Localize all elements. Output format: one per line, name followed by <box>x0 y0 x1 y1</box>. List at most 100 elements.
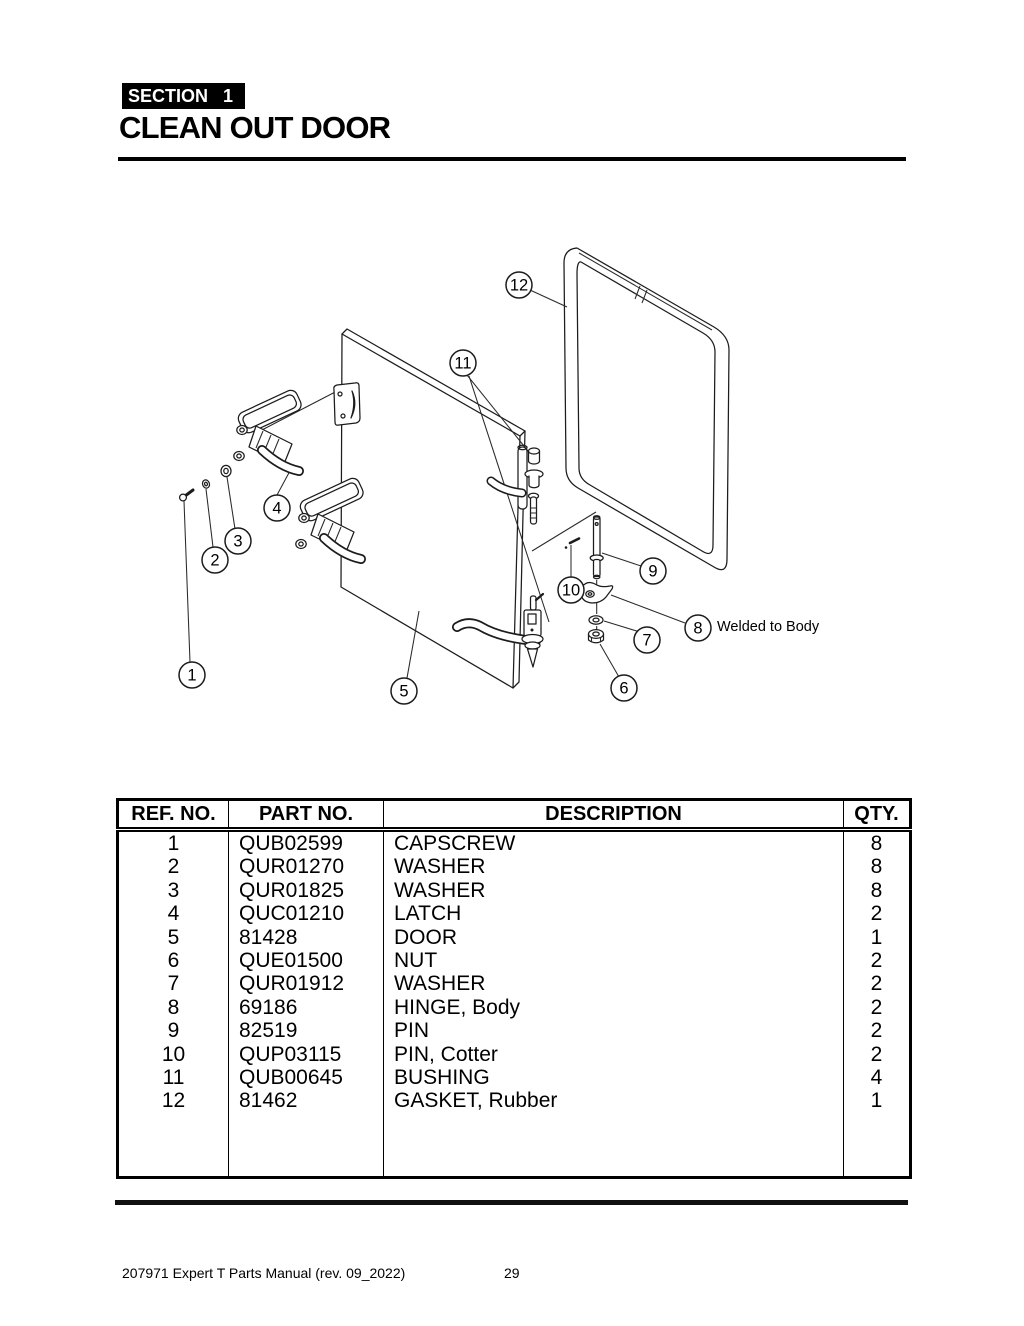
gasket-part <box>563 247 730 571</box>
cell: LATCH <box>383 902 844 926</box>
washer-7-part <box>588 615 604 625</box>
callout-3 <box>224 527 252 555</box>
hinge-part <box>580 581 614 604</box>
washer-3-part <box>220 464 232 478</box>
page-title: CLEAN OUT DOOR <box>119 110 391 145</box>
cell: 7 <box>117 972 229 996</box>
cell: QUC01210 <box>228 902 384 926</box>
cell: 2 <box>870 1019 883 1043</box>
leader-lines <box>183 289 686 679</box>
cell: 1 <box>870 925 883 949</box>
cell: 4 <box>870 1066 883 1090</box>
cell: QUB00645 <box>228 1066 384 1090</box>
cell: 2 <box>870 972 883 996</box>
callout-1 <box>178 661 206 689</box>
cell: 2 <box>870 1042 883 1066</box>
cell: WASHER <box>383 855 844 879</box>
pin-part <box>589 515 604 630</box>
callout-12 <box>505 271 533 299</box>
callout-5 <box>390 677 418 705</box>
callout-10 <box>557 576 585 604</box>
callout-4 <box>263 494 291 522</box>
cell: CAPSCREW <box>383 829 844 856</box>
cell: 2 <box>870 902 883 926</box>
bottom-rule <box>115 1200 908 1205</box>
cell: 6 <box>117 949 229 973</box>
col-header-qty: QTY. <box>843 799 911 832</box>
cell: 4 <box>117 902 229 926</box>
cell: 1 <box>870 1089 883 1113</box>
callout-number: 7 <box>642 632 651 650</box>
cell: 82519 <box>228 1019 384 1043</box>
washer-2-part <box>201 479 211 489</box>
cell: 10 <box>117 1042 229 1067</box>
callout-number: 9 <box>648 563 657 581</box>
callout-number: 8 <box>693 620 702 638</box>
cell: 8 <box>870 878 883 902</box>
callout-number: 4 <box>272 500 281 518</box>
cell: HINGE, Body <box>383 995 844 1020</box>
cell: 1 <box>117 829 229 856</box>
cell: 81462 <box>228 1089 384 1113</box>
nut-part <box>587 628 605 644</box>
cell <box>228 1112 384 1178</box>
latch-part <box>233 389 304 476</box>
cell: 2 <box>117 855 229 879</box>
cell: DOOR <box>383 925 844 950</box>
callout-2 <box>201 546 229 574</box>
lower-rod-assembly <box>452 592 545 668</box>
cell: PIN <box>383 1019 844 1043</box>
cell <box>383 1112 844 1178</box>
col-header-description: DESCRIPTION <box>383 799 844 832</box>
page-number: 29 <box>504 1265 520 1281</box>
callout-7 <box>633 626 661 654</box>
callout-8 <box>684 614 712 642</box>
cell: QUR01270 <box>228 855 384 879</box>
cell: 8 <box>870 855 883 879</box>
callout-number: 3 <box>233 533 242 551</box>
cell: QUE01500 <box>228 949 384 973</box>
cell: QUB02599 <box>228 829 384 856</box>
callout-number: 6 <box>619 680 628 698</box>
cell <box>844 1113 911 1178</box>
cell: 5 <box>117 925 229 950</box>
cell: 2 <box>870 995 883 1019</box>
cell: QUR01912 <box>228 972 384 996</box>
cell: 3 <box>117 878 229 903</box>
cell: NUT <box>383 949 844 973</box>
cell: 81428 <box>228 925 384 950</box>
cell: GASKET, Rubber <box>383 1089 844 1113</box>
upper-rod-assembly <box>486 444 544 525</box>
cell: 69186 <box>228 995 384 1020</box>
table-filler-row <box>117 1112 911 1178</box>
callout-11 <box>449 349 477 377</box>
callout-number: 11 <box>454 355 471 373</box>
door-part <box>340 328 526 689</box>
col-header-part-no: PART NO. <box>228 799 384 832</box>
callout-number: 1 <box>187 667 196 685</box>
callout-number: 12 <box>510 277 528 295</box>
section-badge: SECTION 1 <box>122 83 246 109</box>
cell <box>117 1112 229 1178</box>
callout-number: 5 <box>399 683 408 701</box>
callout-9 <box>639 557 667 585</box>
cell: 8 <box>870 832 883 855</box>
cell: PIN, Cotter <box>383 1042 844 1067</box>
welded-to-body-note: Welded to Body <box>717 619 820 635</box>
callout-number: 2 <box>210 552 219 570</box>
